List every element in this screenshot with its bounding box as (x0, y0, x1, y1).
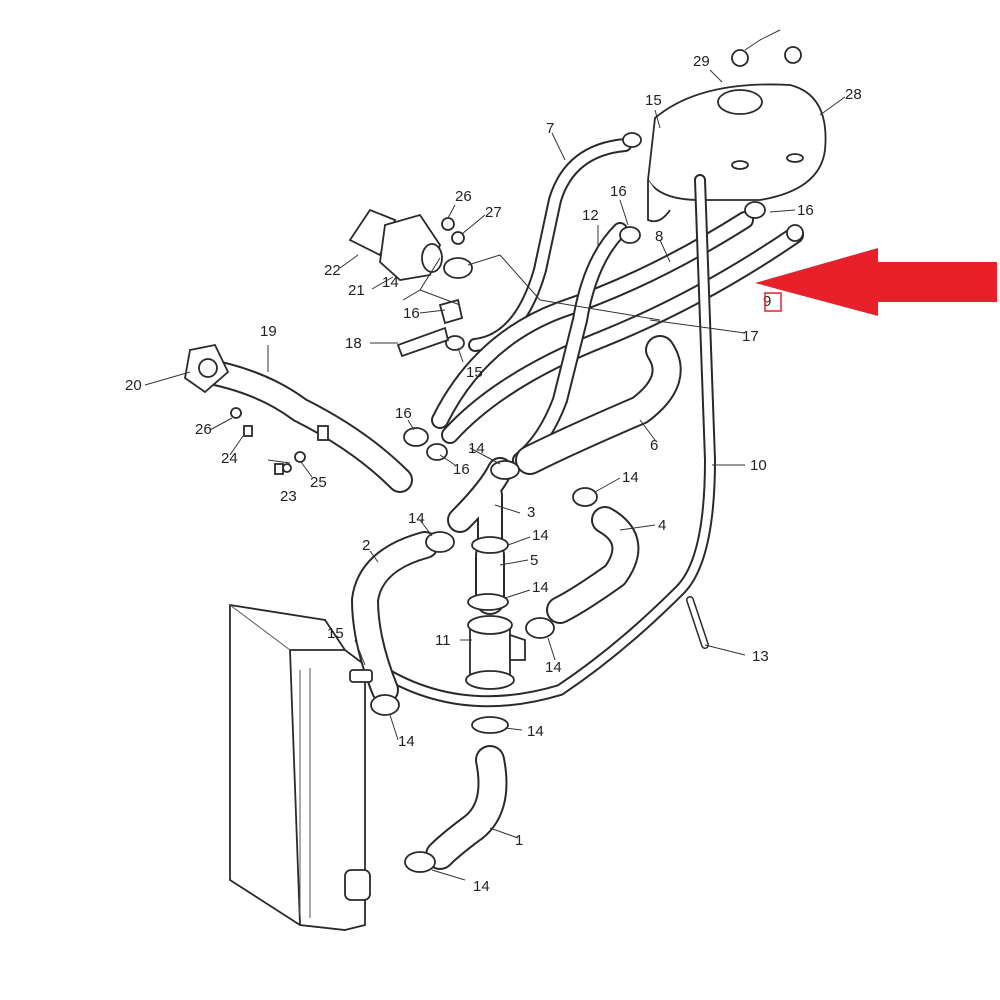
callout-14-j: 14 (473, 878, 490, 895)
callout-9: 9 (763, 293, 771, 310)
callout-3: 3 (527, 504, 535, 521)
callout-29: 29 (693, 53, 710, 70)
callout-27: 27 (485, 204, 502, 221)
callout-14-d: 14 (408, 510, 425, 527)
callout-16-d: 16 (395, 405, 412, 422)
thermostat-housing (465, 615, 526, 690)
hose-1 (425, 745, 508, 870)
flange-housing-21-22 (348, 208, 443, 281)
hose-4 (546, 506, 640, 624)
leader-lines (144, 29, 846, 881)
callout-17: 17 (742, 328, 759, 345)
callout-15-a: 15 (645, 92, 662, 109)
callout-16-b: 16 (797, 202, 814, 219)
callout-25: 25 (310, 474, 327, 491)
callout-14-e: 14 (532, 527, 549, 544)
callout-19: 19 (260, 323, 277, 340)
callout-14-h: 14 (398, 733, 415, 750)
callout-11: 11 (435, 632, 451, 649)
expansion-tank (647, 46, 827, 223)
callout-labels: 1 2 3 4 5 6 7 8 9 10 11 12 13 14 14 14 1… (125, 53, 862, 895)
callout-18: 18 (345, 335, 362, 352)
callout-5: 5 (530, 552, 538, 569)
callout-12: 12 (582, 207, 599, 224)
hose-3 (447, 457, 513, 558)
callout-22: 22 (324, 262, 341, 279)
clamps (349, 132, 804, 873)
callout-10: 10 (750, 457, 767, 474)
callout-7: 7 (546, 120, 554, 137)
callout-26-a: 26 (455, 188, 472, 205)
callout-16-e: 16 (453, 461, 470, 478)
fasteners (230, 217, 465, 475)
hose-13 (686, 596, 709, 649)
callout-26-b: 26 (195, 421, 212, 438)
callout-15-b: 15 (466, 364, 483, 381)
hose-8 (431, 211, 754, 429)
callout-14-b: 14 (468, 440, 485, 457)
callout-15-c: 15 (327, 625, 344, 642)
callout-20: 20 (125, 377, 142, 394)
callout-1: 1 (515, 832, 523, 849)
callout-14-g: 14 (545, 659, 562, 676)
callout-16-a: 16 (610, 183, 627, 200)
callout-21: 21 (348, 282, 365, 299)
highlight-box-9 (764, 292, 782, 312)
callout-16-c: 16 (403, 305, 420, 322)
hose-2 (351, 531, 439, 704)
hose-9 (441, 226, 804, 444)
callout-8: 8 (655, 228, 663, 245)
callout-14-a: 14 (382, 274, 399, 291)
callout-2: 2 (362, 537, 370, 554)
highlight-arrow (755, 248, 997, 316)
callout-6: 6 (650, 437, 658, 454)
callout-14-i: 14 (527, 723, 544, 740)
callout-28: 28 (845, 86, 862, 103)
callout-14-c: 14 (622, 469, 639, 486)
highlight (755, 248, 997, 316)
callout-23: 23 (280, 488, 297, 505)
callout-14-f: 14 (532, 579, 549, 596)
callout-24: 24 (221, 450, 238, 467)
callout-4: 4 (658, 517, 666, 534)
hose-6 (515, 335, 682, 475)
hose-19 (187, 357, 413, 493)
callout-13: 13 (752, 648, 769, 665)
hose-10 (374, 174, 716, 708)
radiator (229, 603, 371, 932)
